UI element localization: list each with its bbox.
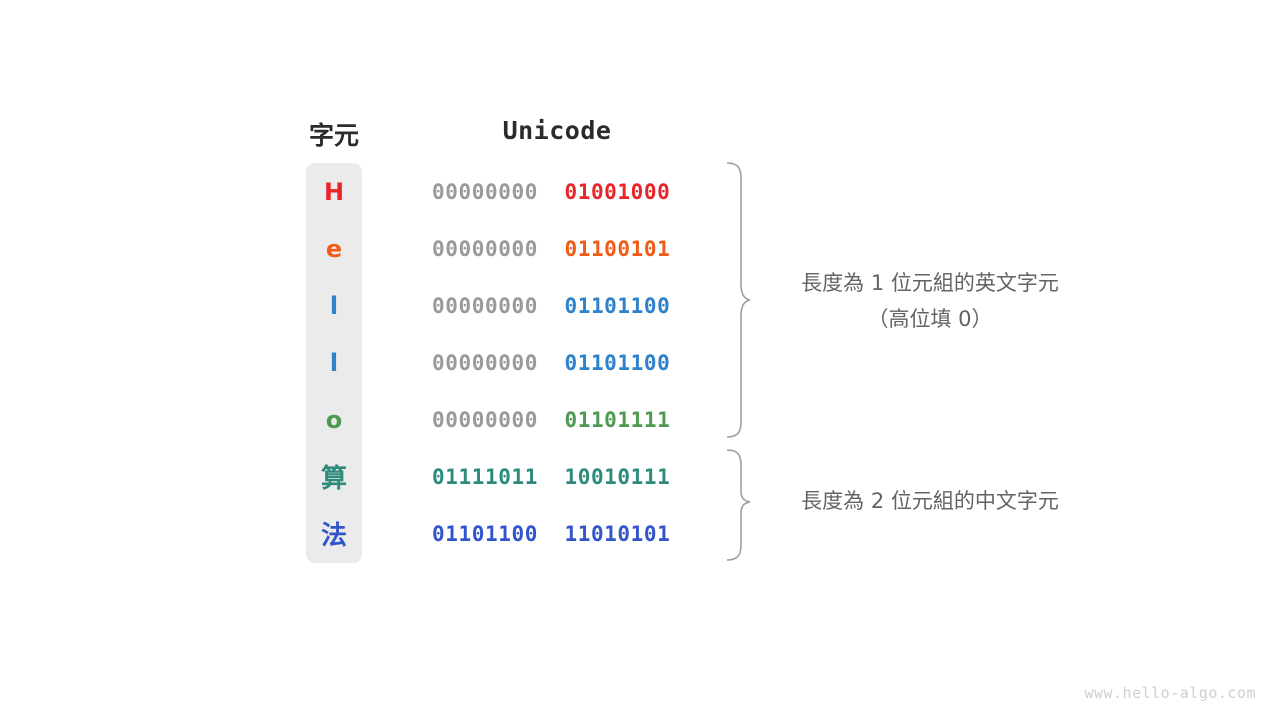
unicode-low-byte: 01101100 [564,350,671,375]
byte-separator [538,237,565,261]
column-header-unicode: Unicode [502,116,612,145]
byte-separator [538,351,565,375]
unicode-bits-cell: 01101100 11010101 [432,505,688,562]
character-column-background [306,163,362,563]
unicode-high-byte: 00000000 [432,179,538,204]
character-cell: 法 [320,521,347,551]
table-row: l 00000000 01101100 [306,334,706,391]
character-cell: o [325,405,343,434]
table-row: 算 01111011 10010111 [306,448,706,505]
unicode-low-byte: 11010101 [564,521,671,546]
character-cell: l [329,291,339,320]
character-cell: l [329,348,339,377]
unicode-low-byte: 01101111 [564,407,671,432]
table-row: e 00000000 01100101 [306,220,706,277]
unicode-bits-cell: 00000000 01101100 [432,334,688,391]
byte-separator [538,465,565,489]
unicode-low-byte: 01100101 [564,236,671,261]
unicode-low-byte: 01001000 [564,179,671,204]
unicode-high-byte: 00000000 [432,407,538,432]
unicode-bits-cell: 00000000 01100101 [432,220,688,277]
byte-separator [538,408,565,432]
byte-separator [538,294,565,318]
byte-separator [538,180,565,204]
byte-separator [538,522,565,546]
table-row: 法 01101100 11010101 [306,505,706,562]
annotation-two-byte: 長度為 2 位元組的中文字元 [801,489,1059,513]
unicode-high-byte: 00000000 [432,350,538,375]
unicode-bits-cell: 00000000 01101111 [432,391,688,448]
unicode-bits-cell: 00000000 01101100 [432,277,688,334]
annotation-one-byte: 長度為 1 位元組的英文字元 （高位填 0） [801,271,1059,331]
brace-one-byte [726,162,751,438]
brace-two-byte [726,449,751,561]
unicode-high-byte: 00000000 [432,236,538,261]
character-cell: 算 [320,464,347,494]
table-row: l 00000000 01101100 [306,277,706,334]
column-header-character: 字元 [308,121,359,150]
unicode-high-byte: 01111011 [432,464,538,489]
table-row: o 00000000 01101111 [306,391,706,448]
unicode-bits-cell: 00000000 01001000 [432,163,688,220]
grouping-braces [700,150,780,580]
unicode-high-byte: 01101100 [432,521,538,546]
table-row: H 00000000 01001000 [306,163,706,220]
unicode-bits-cell: 01111011 10010111 [432,448,688,505]
unicode-low-byte: 10010111 [564,464,671,489]
character-cell: H [323,177,345,206]
character-cell: e [325,234,343,263]
unicode-high-byte: 00000000 [432,293,538,318]
unicode-low-byte: 01101100 [564,293,671,318]
watermark: www.hello-algo.com [1084,684,1256,702]
